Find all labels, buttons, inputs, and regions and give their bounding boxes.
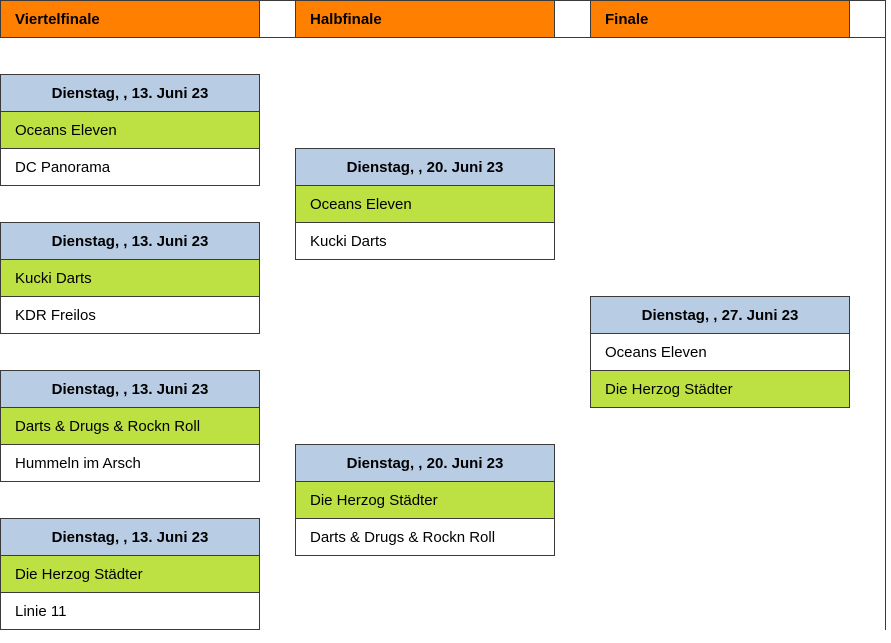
team: Hummeln im Arsch [0, 444, 260, 482]
header-final: Finale [590, 0, 850, 38]
team: DC Panorama [0, 148, 260, 186]
match-date: Dienstag, , 20. Juni 23 [295, 444, 555, 482]
team-winner: Oceans Eleven [295, 185, 555, 223]
team: KDR Freilos [0, 296, 260, 334]
header-gap [259, 0, 296, 38]
team: Kucki Darts [295, 222, 555, 260]
match-date: Dienstag, , 13. Juni 23 [0, 222, 260, 260]
match-date: Dienstag, , 13. Juni 23 [0, 74, 260, 112]
team-winner: Die Herzog Städter [0, 555, 260, 593]
header-gap [849, 0, 886, 38]
match-date: Dienstag, , 13. Juni 23 [0, 370, 260, 408]
team-winner: Kucki Darts [0, 259, 260, 297]
header-semifinal: Halbfinale [295, 0, 555, 38]
header-gap [554, 0, 591, 38]
match-date: Dienstag, , 13. Juni 23 [0, 518, 260, 556]
header-quarterfinal: Viertelfinale [0, 0, 260, 38]
team-winner: Oceans Eleven [0, 111, 260, 149]
match-date: Dienstag, , 27. Juni 23 [590, 296, 850, 334]
team: Oceans Eleven [590, 333, 850, 371]
team-winner: Die Herzog Städter [590, 370, 850, 408]
team-winner: Darts & Drugs & Rockn Roll [0, 407, 260, 445]
team-winner: Die Herzog Städter [295, 481, 555, 519]
match-date: Dienstag, , 20. Juni 23 [295, 148, 555, 186]
team: Linie 11 [0, 592, 260, 630]
team: Darts & Drugs & Rockn Roll [295, 518, 555, 556]
right-border [885, 37, 886, 630]
